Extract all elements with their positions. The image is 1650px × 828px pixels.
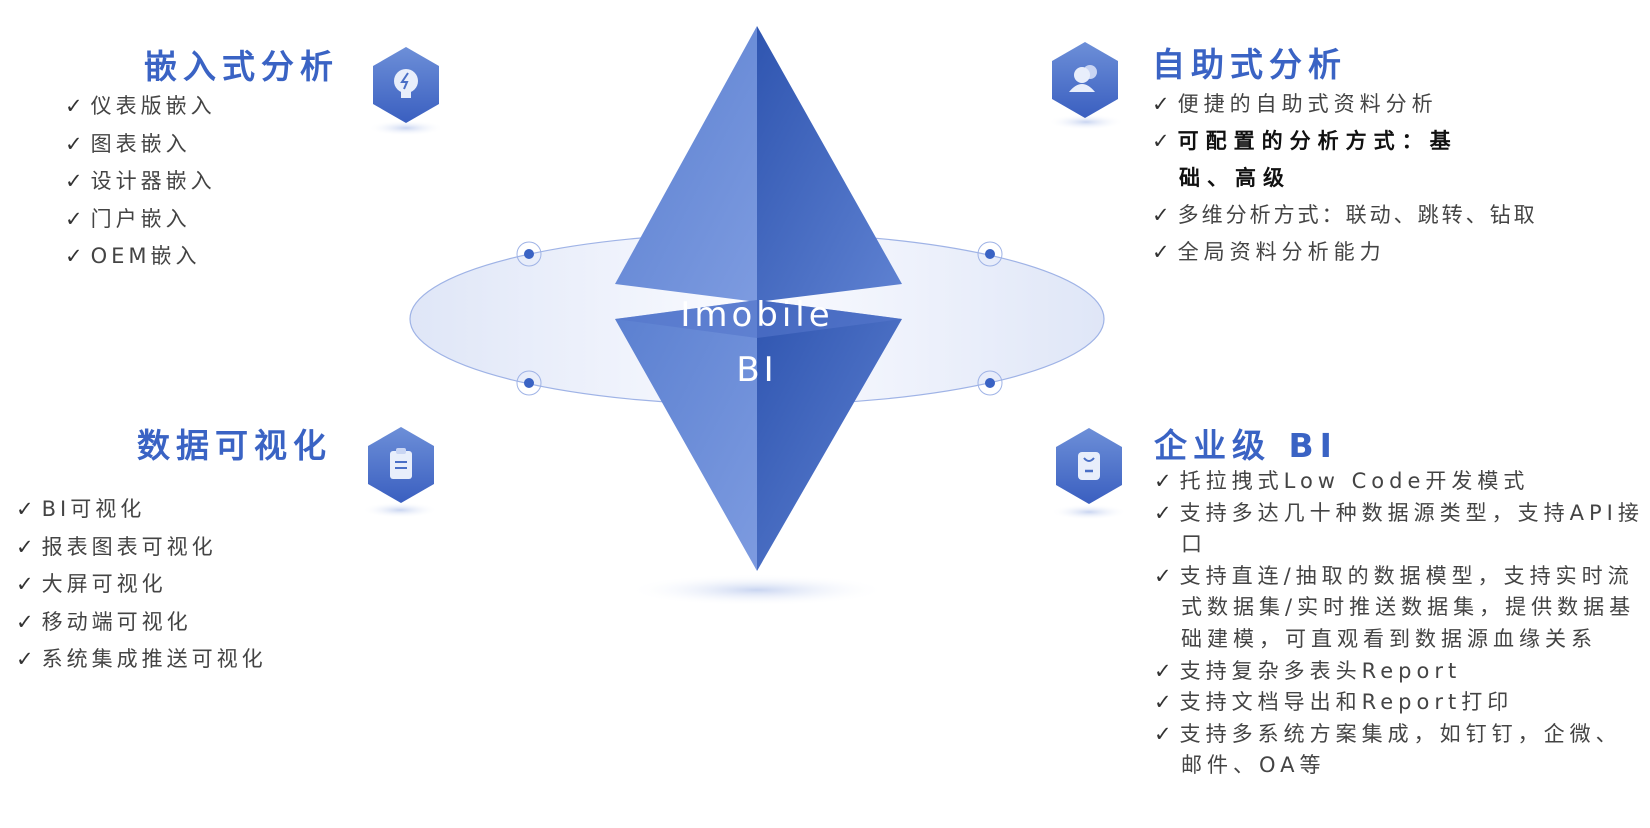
list-item: ✓支持直连/抽取的数据模型，支持实时流式数据集/实时推送数据集，提供数据基础建模…: [1154, 563, 1636, 651]
list-item: ✓多维分析方式：联动、跳转、钻取: [1152, 203, 1538, 227]
check-icon: ✓: [65, 206, 83, 231]
check-icon: ✓: [1154, 658, 1172, 683]
list-item: ✓支持文档导出和Report打印: [1154, 690, 1514, 715]
list-item: ✓BI可视化: [16, 497, 146, 521]
check-icon: ✓: [1152, 240, 1170, 264]
check-icon: ✓: [16, 572, 34, 596]
visualization-list: ✓BI可视化 ✓报表图表可视化 ✓大屏可视化 ✓移动端可视化 ✓系统集成推送可视…: [16, 491, 267, 679]
orbit-dots: [516, 241, 1003, 396]
embedded-title: 嵌入式分析: [144, 47, 339, 86]
check-icon: ✓: [16, 609, 34, 634]
center-subtitle: BI: [736, 350, 778, 390]
check-icon: ✓: [16, 647, 34, 671]
check-icon: ✓: [1154, 721, 1172, 746]
embedded-list: ✓仪表版嵌入 ✓图表嵌入 ✓设计器嵌入 ✓门户嵌入 ✓OEM嵌入: [65, 88, 216, 276]
visualization-title: 数据可视化: [137, 426, 332, 465]
check-icon: ✓: [1152, 92, 1170, 116]
center-title: Imobile: [680, 295, 834, 335]
check-icon: ✓: [1154, 563, 1172, 588]
check-icon: ✓: [65, 131, 83, 156]
list-item: ✓系统集成推送可视化: [16, 647, 267, 671]
check-icon: ✓: [1154, 500, 1172, 525]
list-item: ✓报表图表可视化: [16, 534, 217, 559]
list-item: ✓仪表版嵌入: [65, 94, 216, 118]
check-icon: ✓: [65, 169, 83, 193]
list-item: ✓可配置的分析方式：基础、高级: [1152, 129, 1458, 190]
enterprise-list: ✓托拉拽式Low Code开发模式 ✓支持多达几十种数据源类型，支持API接口 …: [1154, 466, 1644, 782]
check-icon: ✓: [65, 244, 83, 268]
list-item: ✓图表嵌入: [65, 131, 191, 156]
enterprise-title: 企业级 BI: [1154, 426, 1338, 465]
list-item: ✓设计器嵌入: [65, 169, 216, 193]
check-icon: ✓: [65, 94, 83, 118]
list-item: ✓支持多达几十种数据源类型，支持API接口: [1154, 500, 1644, 557]
check-icon: ✓: [16, 534, 34, 559]
list-item: ✓支持多系统方案集成，如钉钉，企微、邮件、OA等: [1154, 721, 1622, 778]
list-item: ✓大屏可视化: [16, 572, 167, 596]
self-service-title: 自助式分析: [1152, 45, 1347, 84]
list-item: ✓OEM嵌入: [65, 244, 201, 268]
diamond-shadow: [627, 574, 887, 606]
list-item: ✓托拉拽式Low Code开发模式: [1154, 469, 1530, 493]
check-icon: ✓: [16, 497, 34, 521]
list-item: ✓全局资料分析能力: [1152, 240, 1386, 264]
list-item: ✓移动端可视化: [16, 609, 192, 634]
check-icon: ✓: [1152, 129, 1170, 153]
list-item: ✓门户嵌入: [65, 206, 191, 231]
list-item: ✓便捷的自助式资料分析: [1152, 92, 1438, 116]
check-icon: ✓: [1152, 203, 1170, 227]
list-item: ✓支持复杂多表头Report: [1154, 658, 1462, 683]
diamond-shape: [615, 26, 902, 571]
check-icon: ✓: [1154, 469, 1172, 493]
self-service-list: ✓便捷的自助式资料分析 ✓可配置的分析方式：基础、高级 ✓多维分析方式：联动、跳…: [1152, 86, 1538, 271]
check-icon: ✓: [1154, 690, 1172, 715]
